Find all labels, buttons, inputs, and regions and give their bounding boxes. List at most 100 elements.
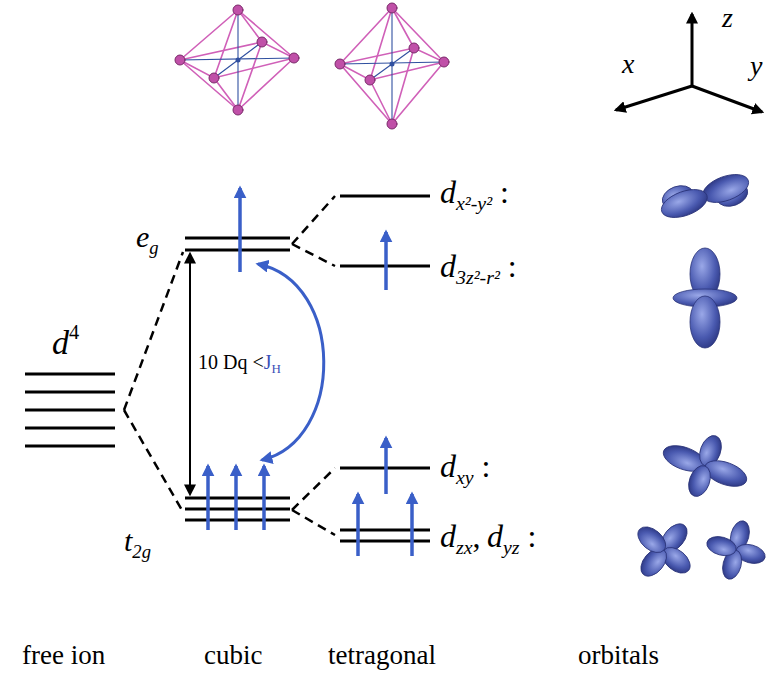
label-text: d [440,248,456,284]
spin-arrows [262,466,266,530]
dashed-correlation-lines [292,196,335,244]
cubic-octahedron [238,10,294,58]
cubic-octahedron [209,73,219,83]
cubic-levels [185,249,290,252]
column-label: free ion [22,642,105,669]
crystal-field-gap-arrow [189,254,191,494]
label-text: cubic [204,640,262,670]
free-ion-levels [25,427,115,430]
orbital-label: dxy: [440,450,491,488]
label-text: zx [456,536,473,558]
cubic-octahedron [175,5,299,115]
orbital-dxy [660,433,750,500]
crystal-field-gap-arrow [189,254,191,494]
column-label: cubic [204,642,262,669]
orbital-dxy [685,463,715,500]
level-label: eg [136,222,159,257]
cubic-levels [185,237,290,240]
label-text: z [722,2,733,33]
cubic-octahedron [289,53,299,63]
column-label: tetragonal [328,642,436,669]
tetragonal-octahedron [392,62,444,124]
label-text: d [440,448,456,484]
cubic-octahedron [214,42,262,78]
dashed-correlation-lines [292,510,335,535]
label-text: d [52,324,69,361]
orbital-d3z2-r2 [690,296,720,348]
label-text: d [440,174,456,210]
label-text: g [149,237,158,258]
cubic-octahedron [180,10,294,110]
ion-config: d4 [52,322,79,360]
dashed-correlation-lines [292,468,335,510]
tetragonal-octahedron [390,62,395,67]
label-text: : [500,174,509,210]
spin-arrows [384,438,388,494]
spin-arrows [410,494,414,556]
label-text: x [622,48,634,79]
label-text: 3z²-r² [456,266,500,288]
free-ion-levels [25,391,115,394]
tetragonal-octahedron [439,57,449,67]
label-text: 10 Dq < [198,351,264,373]
label-text: yz [503,536,520,558]
cubic-octahedron [236,58,241,63]
orbital-label: dx²-y²: [440,176,509,214]
column-label: orbitals [578,642,659,669]
label-text: x²-y² [456,192,492,214]
dashed-correlation-lines [124,196,335,535]
spin-arrows [238,188,242,272]
orbital-dx2-y2 [658,184,711,223]
energy-comparison: 10 Dq <JH [198,352,281,375]
cubic-octahedron [233,5,243,15]
tetragonal-octahedron [370,80,392,124]
tetragonal-levels [340,196,430,541]
axes [616,86,692,110]
cubic-octahedron [214,78,238,110]
cubic-octahedron [180,60,238,110]
orbital-dzx [633,519,695,581]
spin-arrows [234,466,238,530]
spin-arrows [206,466,210,530]
tetragonal-octahedron [335,3,449,129]
dashed-correlation-lines [124,410,183,512]
label-text: : [508,248,517,284]
label-text: : [527,518,536,554]
tetragonal-octahedron [392,48,414,124]
orbital-dx2-y2 [699,169,752,208]
dashed-correlation-lines [292,244,335,266]
tetragonal-octahedron [340,64,392,124]
label-text: e [136,220,149,253]
orbital-dzx [633,522,670,558]
label-text: 2g [132,541,151,562]
tetragonal-octahedron [365,75,375,85]
tetragonal-octahedron [370,48,414,80]
cubic-octahedron [238,10,262,42]
axes [616,14,762,112]
cubic-octahedron [214,10,238,78]
tetragonal-octahedron [409,43,419,53]
label-text: y [750,50,762,81]
cubic-octahedron [238,42,262,110]
label-text: d [487,518,503,554]
tetragonal-octahedron [392,8,414,48]
tetragonal-octahedron [335,59,345,69]
label-text: H [272,361,281,376]
label-text: orbitals [578,640,659,670]
cubic-octahedron [257,37,267,47]
axes [692,86,762,112]
axis-label: x [622,50,634,78]
free-ion-levels [25,373,115,376]
spin-arrows [356,494,360,556]
spin-arrows [384,232,388,290]
tetragonal-octahedron [340,8,444,124]
orbital-dx2-y2 [658,169,753,223]
orbital-label: d3z²-r²: [440,250,517,288]
free-ion-levels [25,374,115,446]
tetragonal-levels [340,540,430,543]
label-text: free ion [22,640,105,670]
orbital-d3z2-r2 [673,248,737,348]
cubic-octahedron [175,5,299,115]
